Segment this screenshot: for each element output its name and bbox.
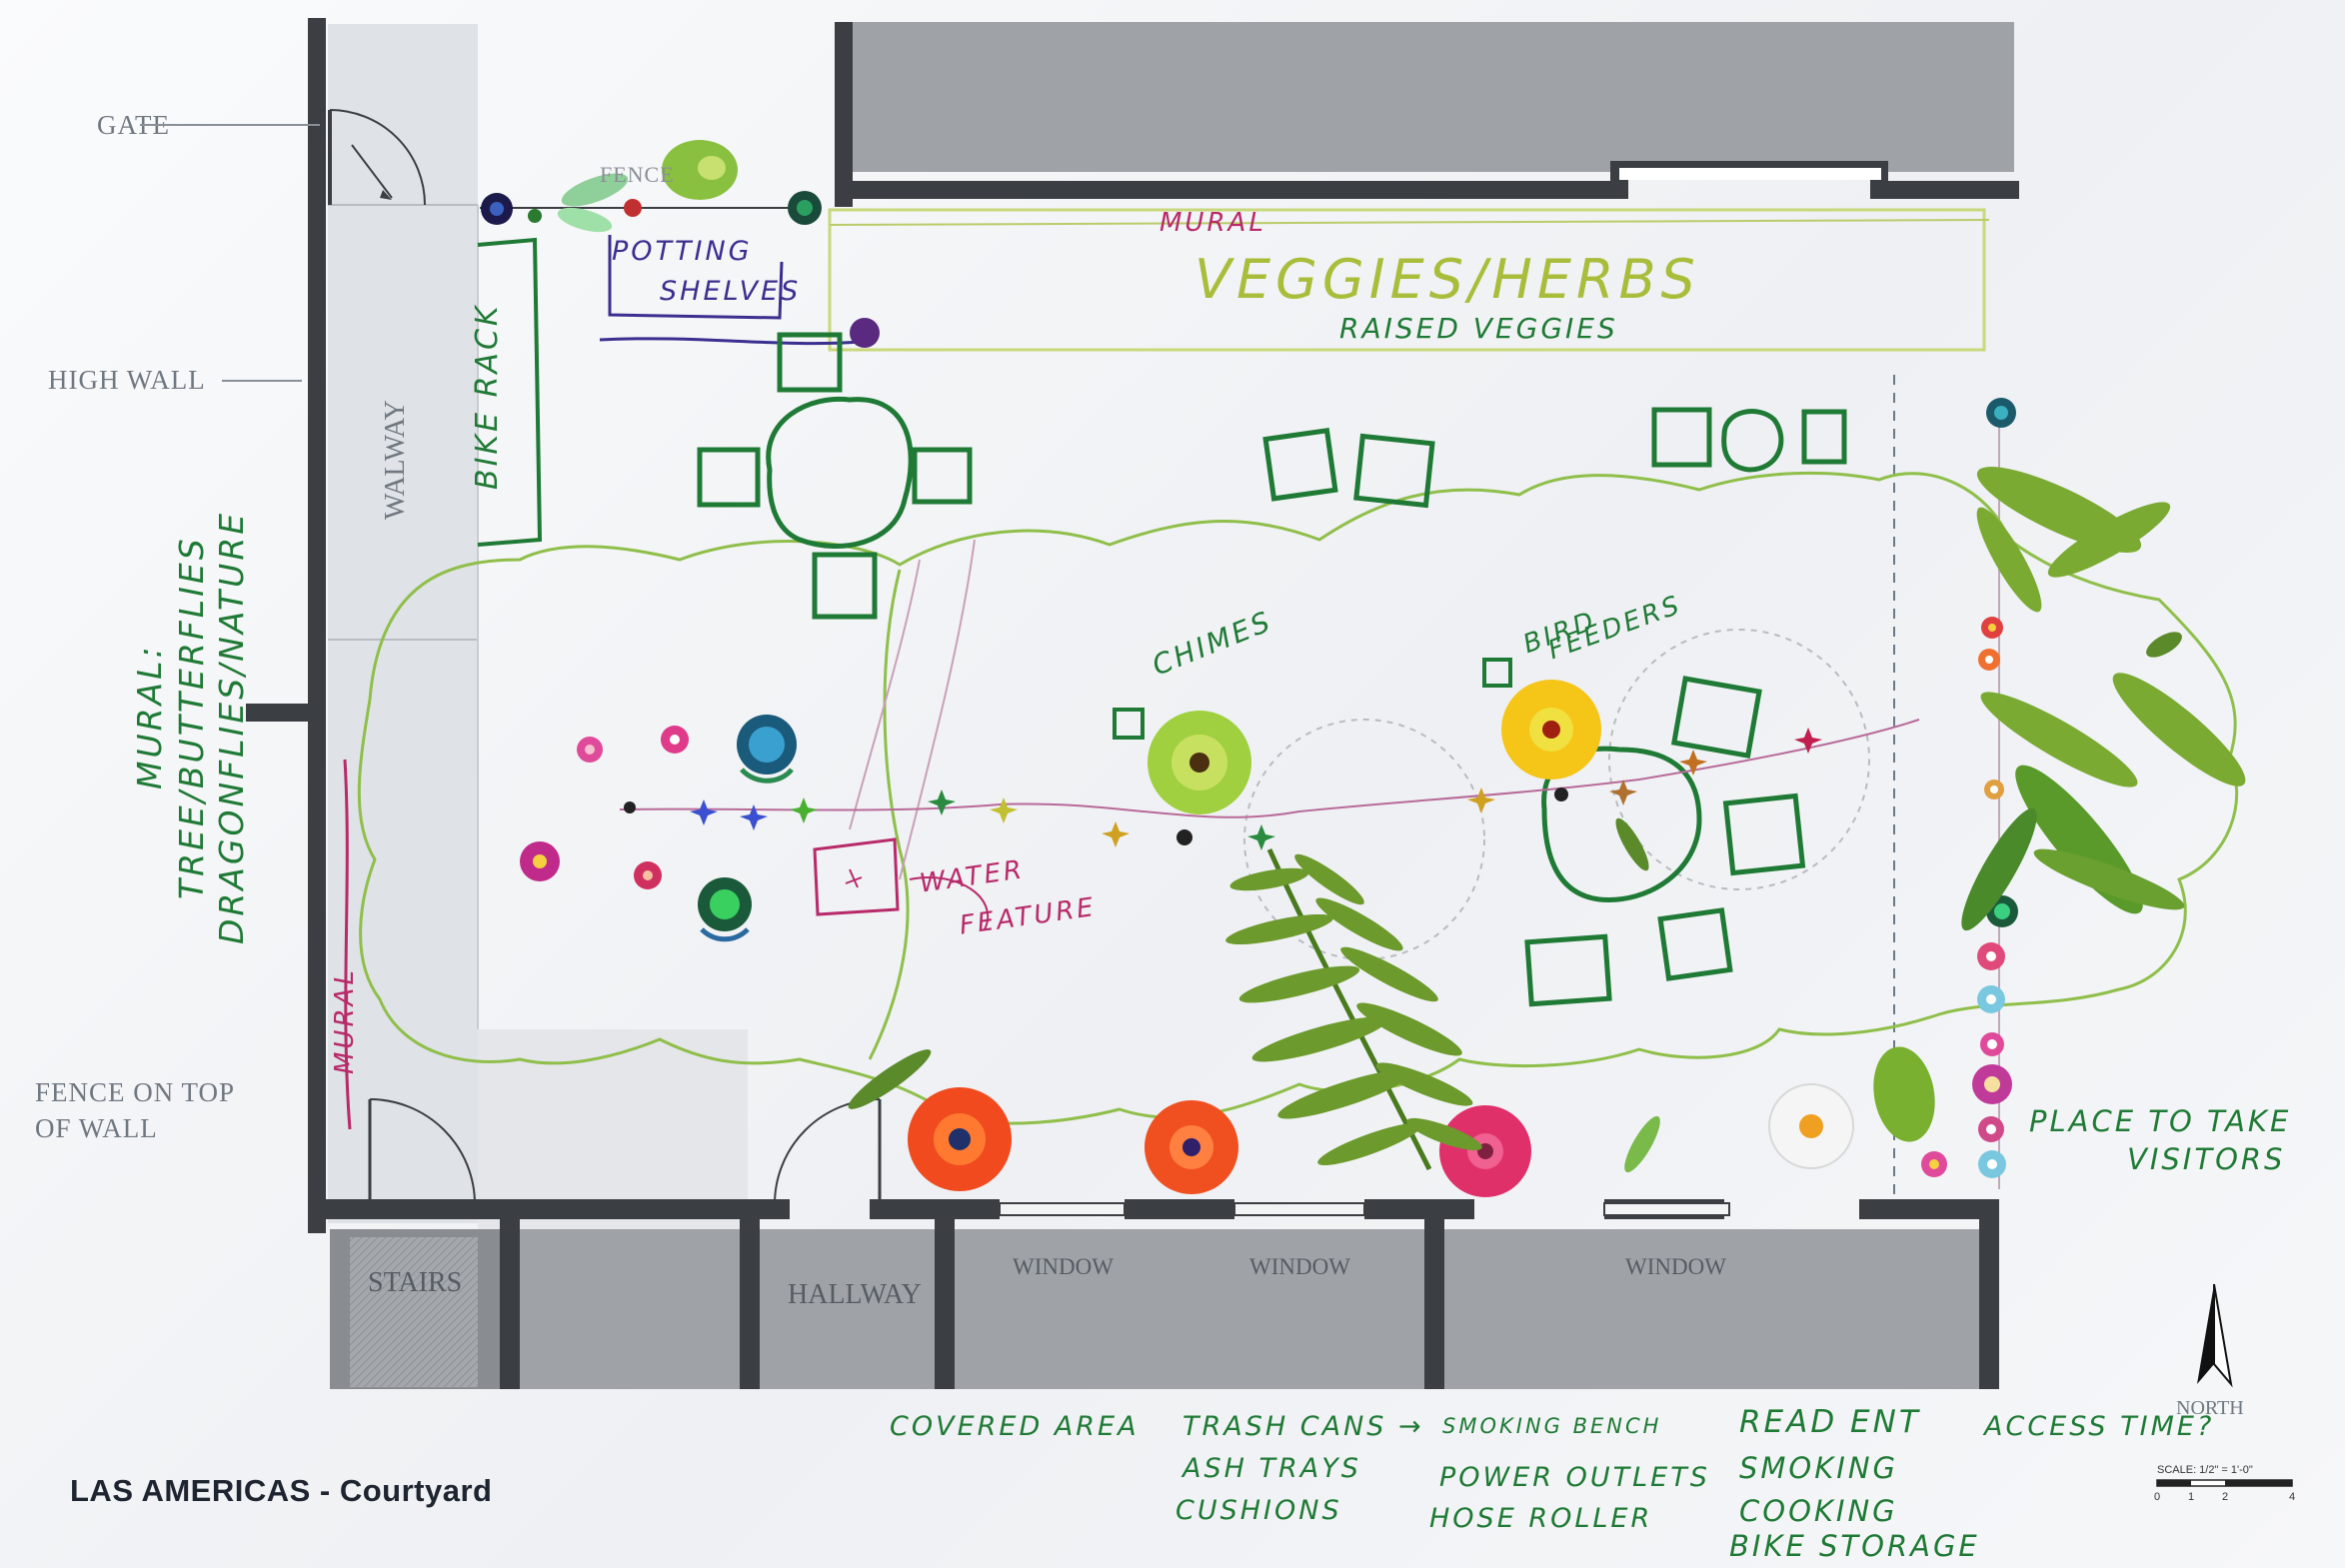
smoking-bench-note: SMOKING BENCH xyxy=(1442,1414,1662,1438)
seating-group-3 xyxy=(1651,407,1847,473)
fence-label: FENCE xyxy=(600,162,675,187)
hallway-label: HALLWAY xyxy=(788,1279,922,1310)
ash-trays-note: ASH TRAYS xyxy=(1182,1453,1361,1484)
scale-label: SCALE: 1/2" = 1'-0" xyxy=(2157,1464,2253,1476)
orange-gerbera-2 xyxy=(1145,1100,1238,1194)
lower-left-wall xyxy=(308,704,326,1233)
sequin-3 xyxy=(850,318,880,348)
pink-flowers xyxy=(520,617,2012,1178)
top-leaves xyxy=(557,140,738,233)
mural-top-note: MURAL xyxy=(1160,208,1266,238)
potting-note-2: SHELVES xyxy=(660,276,802,307)
window-label-3: WINDOW xyxy=(1625,1254,1726,1279)
walkway-strip xyxy=(328,24,478,1223)
potting-note-1: POTTING xyxy=(612,236,753,267)
high-wall xyxy=(308,18,326,708)
scale-tick-1: 1 xyxy=(2188,1491,2195,1503)
orange-gerbera-1 xyxy=(908,1087,1012,1191)
north-arrow xyxy=(2197,1283,2233,1388)
top-opening xyxy=(1619,168,1881,180)
small-ferns xyxy=(848,632,2182,1173)
north-label: NORTH xyxy=(2176,1397,2244,1419)
bike-rack-outline xyxy=(477,237,543,547)
stairs-label: STAIRS xyxy=(368,1267,463,1298)
high-wall-leader xyxy=(222,380,302,382)
bottom-building xyxy=(330,1229,1999,1389)
raised-veggies-note: RAISED VEGGIES xyxy=(1339,312,1618,345)
visitors-note-1: PLACE TO TAKE xyxy=(2029,1104,2292,1138)
cooking-note: COOKING xyxy=(1739,1494,1898,1528)
gate-leader xyxy=(140,124,320,126)
window-2 xyxy=(1233,1202,1365,1216)
plan-title: LAS AMERICAS - Courtyard xyxy=(70,1473,493,1508)
wall-jog xyxy=(246,704,326,722)
green-daisy xyxy=(1148,711,1251,814)
east-ferns xyxy=(1961,467,2246,931)
hose-roller-note: HOSE ROLLER xyxy=(1429,1503,1653,1534)
bike-storage-note: BIKE STORAGE xyxy=(1729,1529,1980,1563)
veggies-herbs-note: VEGGIES/HERBS xyxy=(1194,248,1700,311)
scale-tick-4: 4 xyxy=(2289,1491,2296,1503)
window-label-1: WINDOW xyxy=(1013,1254,1114,1279)
bike-rack-note: BIKE RACK xyxy=(470,303,505,490)
covered-area-note: COVERED AREA xyxy=(890,1411,1140,1442)
walkway-label: WALWAY xyxy=(380,400,411,520)
pink-flower-large xyxy=(1439,1105,1531,1197)
window-label-2: WINDOW xyxy=(1249,1254,1350,1279)
window-1 xyxy=(999,1202,1126,1216)
top-building-wall-left xyxy=(835,22,853,207)
mural-left-note-2: TREE/BUTTERFLIES xyxy=(172,536,211,899)
cushions-note: CUSHIONS xyxy=(1175,1495,1342,1526)
high-wall-label: HIGH WALL xyxy=(48,365,206,395)
scale-tick-0: 0 xyxy=(2154,1491,2161,1503)
scale-tick-2: 2 xyxy=(2222,1491,2229,1503)
seating-group-2 xyxy=(1262,428,1435,509)
fence-on-wall-label-1: FENCE ON TOP xyxy=(35,1077,236,1107)
mural-left-note-1: MURAL: xyxy=(130,644,169,789)
mural-bottom-left-note: MURAL xyxy=(330,967,360,1074)
stairs-hatch xyxy=(350,1237,478,1387)
smoking-note: SMOKING xyxy=(1739,1451,1898,1485)
garden-outline xyxy=(357,471,2239,1125)
yellow-daisy xyxy=(1501,680,1601,780)
window-3 xyxy=(1603,1202,1730,1216)
white-flower xyxy=(1768,1083,1854,1169)
read-ent-note: READ ENT xyxy=(1739,1404,1921,1440)
raised-veggie-bed xyxy=(828,208,1986,352)
power-outlets-note: POWER OUTLETS xyxy=(1439,1462,1710,1493)
blue-sequin-large xyxy=(737,715,797,784)
string-lights xyxy=(619,719,1920,818)
lower-landing xyxy=(478,1029,748,1229)
big-fern xyxy=(1225,847,1482,1171)
green-sequin-large xyxy=(698,877,752,942)
light-stars xyxy=(624,728,1822,850)
visitors-note-2: VISITORS xyxy=(2127,1142,2286,1176)
water-feature-box xyxy=(813,837,900,916)
scale-bar xyxy=(2156,1479,2293,1487)
fence-on-wall-label-2: OF WALL xyxy=(35,1113,158,1143)
access-time-note: ACCESS TIME? xyxy=(1984,1411,2215,1442)
trash-cans-note: TRASH CANS → xyxy=(1182,1411,1424,1442)
mural-left-note-3: DRAGONFLIES/NATURE xyxy=(212,510,251,944)
seating-group-1 xyxy=(697,332,973,620)
top-building xyxy=(835,22,2014,172)
